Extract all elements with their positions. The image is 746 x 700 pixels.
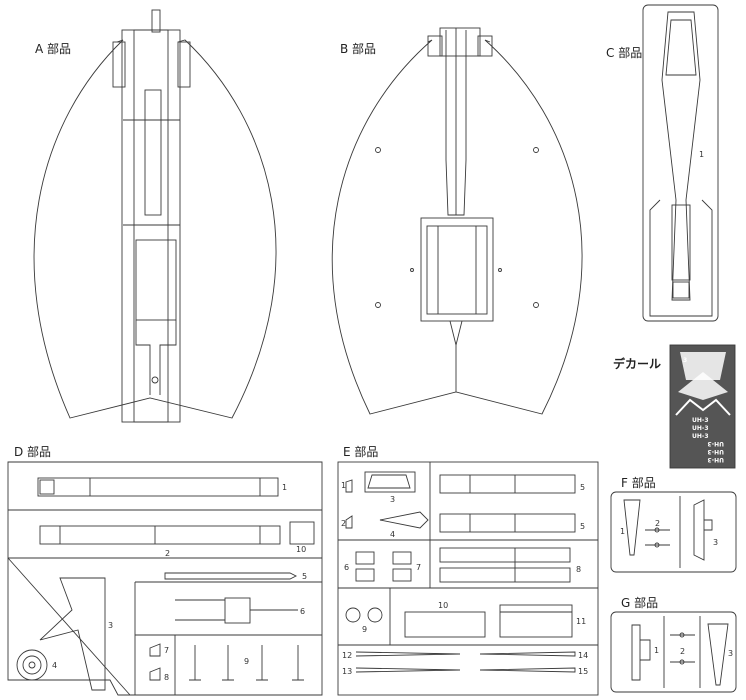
section-label-e: E 部品	[343, 445, 379, 459]
part-number-d4: 4	[52, 661, 57, 670]
part-number-g2: 2	[680, 647, 685, 656]
decal-number: 3	[683, 357, 687, 364]
section-label-g: G 部品	[621, 596, 659, 610]
part-number-d9: 9	[244, 657, 249, 666]
part-number-e11: 11	[576, 617, 586, 626]
decal-code-2: UH-3	[692, 425, 709, 432]
part-number-e10: 10	[438, 601, 448, 610]
part-number-e1: 1	[341, 481, 346, 490]
part-number-e4: 4	[390, 530, 395, 539]
part-b-wing	[331, 27, 583, 415]
decal-sheet: 3 UH-3 UH-3 UH-3 UH-3 UH-3 UH-3	[669, 344, 736, 469]
part-number-e8: 8	[576, 565, 581, 574]
section-label-c: C 部品	[606, 46, 643, 60]
part-e-frame	[337, 461, 599, 696]
part-a-wing	[33, 9, 277, 423]
part-number-d2: 2	[165, 549, 170, 558]
part-number-e6: 6	[344, 563, 349, 572]
section-label-f: F 部品	[621, 476, 656, 490]
part-number-e15: 15	[578, 667, 588, 676]
part-number-e13: 13	[342, 667, 352, 676]
part-number-d6: 6	[300, 607, 305, 616]
part-number-d3: 3	[108, 621, 113, 630]
part-number-e7: 7	[416, 563, 421, 572]
decal-code-6: UH-3	[707, 456, 724, 463]
part-g-frame	[610, 611, 737, 693]
decal-code-4: UH-3	[707, 440, 724, 447]
part-number-e2: 2	[341, 519, 346, 528]
part-number-f1: 1	[620, 527, 625, 536]
part-number-d10: 10	[296, 545, 306, 554]
part-f-frame	[610, 491, 737, 573]
part-number-e5b: 5	[580, 522, 585, 531]
section-label-d: D 部品	[14, 445, 52, 459]
part-number-d8: 8	[164, 673, 169, 682]
part-number-e12: 12	[342, 651, 352, 660]
decal-code-1: UH-3	[692, 417, 709, 424]
part-number-e5a: 5	[580, 483, 585, 492]
section-label-b: B 部品	[340, 42, 377, 56]
part-number-e9: 9	[362, 625, 367, 634]
part-number-c1: 1	[699, 150, 704, 159]
part-number-g1: 1	[654, 646, 659, 655]
part-number-f2: 2	[655, 519, 660, 528]
decal-label: デカール	[613, 357, 662, 371]
part-number-d1: 1	[282, 483, 287, 492]
part-c-frame	[642, 4, 719, 322]
part-number-g3: 3	[728, 649, 733, 658]
part-number-d5: 5	[302, 572, 307, 581]
part-number-e14: 14	[578, 651, 588, 660]
decal-code-3: UH-3	[692, 433, 709, 440]
part-number-d7: 7	[164, 646, 169, 655]
section-label-a: A 部品	[35, 42, 72, 56]
part-number-e3: 3	[390, 495, 395, 504]
part-number-f3: 3	[713, 538, 718, 547]
decal-code-5: UH-3	[707, 448, 724, 455]
part-d-frame	[7, 461, 323, 696]
